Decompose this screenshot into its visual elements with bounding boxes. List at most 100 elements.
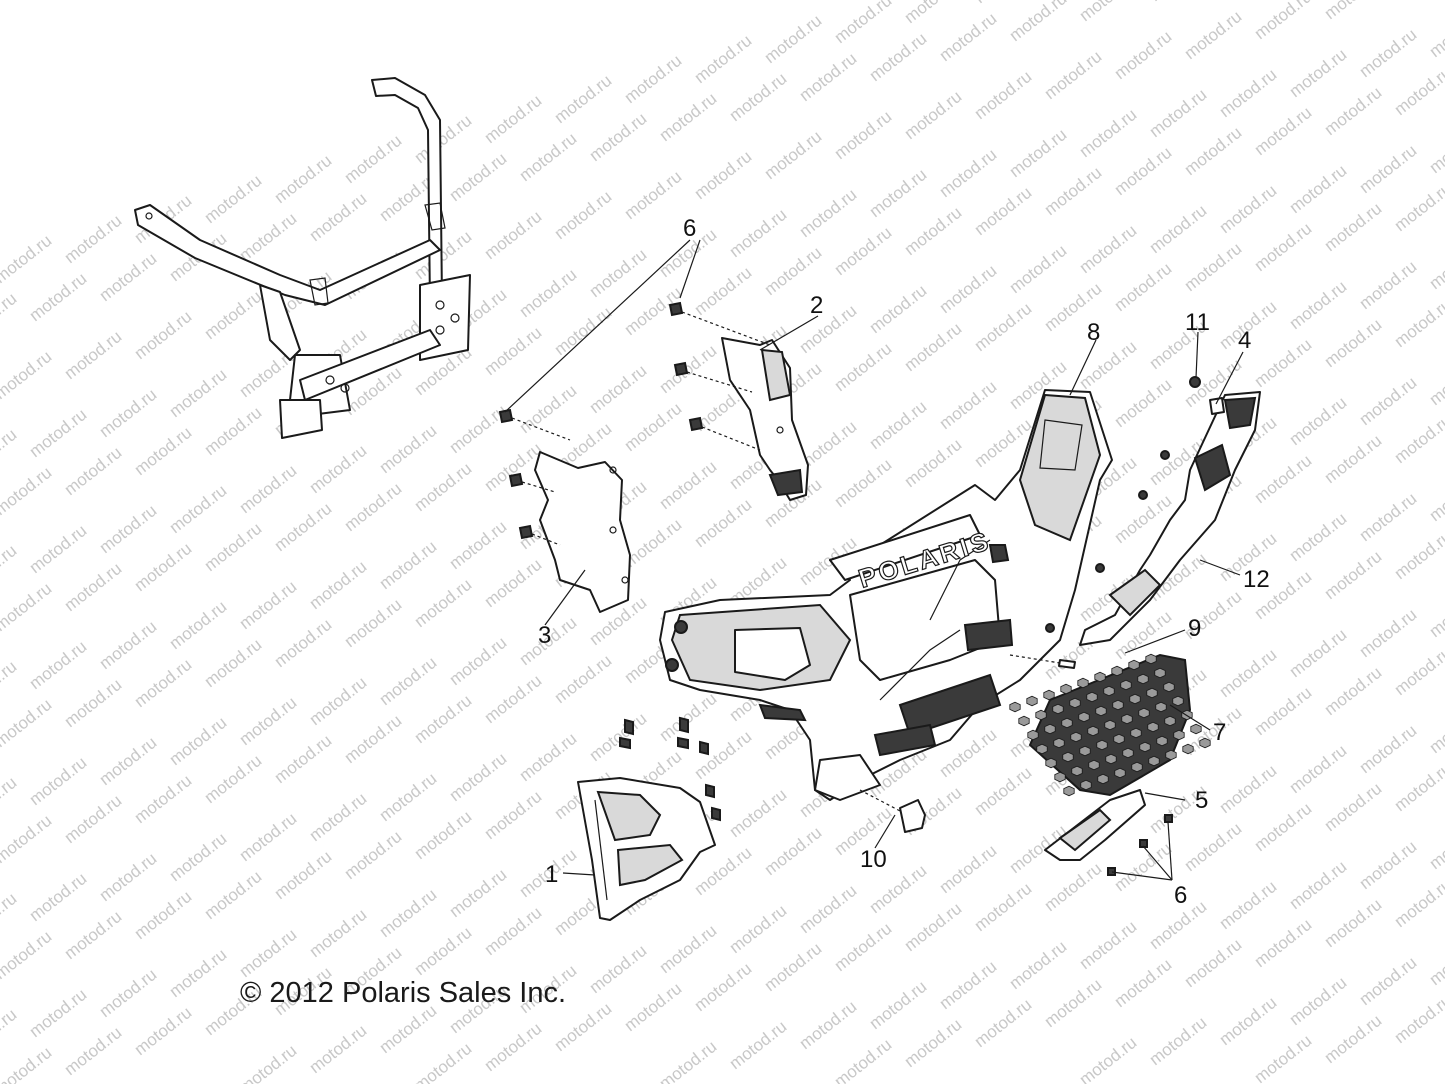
watermark-text: motod.ru xyxy=(96,617,161,673)
watermark-text: motod.ru xyxy=(306,1021,371,1077)
watermark-text: motod.ru xyxy=(1286,509,1351,565)
watermark-text: motod.ru xyxy=(201,519,266,575)
part-7-grille xyxy=(1009,653,1211,797)
watermark-text: motod.ru xyxy=(1076,105,1141,161)
callout-7: 7 xyxy=(1213,719,1226,746)
grille-cell xyxy=(1095,705,1107,717)
watermark-text: motod.ru xyxy=(726,69,791,125)
watermark-text: motod.ru xyxy=(0,773,20,829)
grille-cell xyxy=(1069,697,1081,709)
watermark-text: motod.ru xyxy=(201,287,266,343)
watermark-text: motod.ru xyxy=(1146,201,1211,257)
watermark-text: motod.ru xyxy=(1391,295,1445,351)
watermark-text: motod.ru xyxy=(61,211,126,267)
watermark-text: motod.ru xyxy=(831,919,896,975)
watermark-text: motod.ru xyxy=(866,29,931,85)
callout-5: 5 xyxy=(1195,787,1208,814)
watermark-text: motod.ru xyxy=(376,421,441,477)
watermark-text: motod.ru xyxy=(971,183,1036,239)
callout-9: 9 xyxy=(1188,615,1201,642)
watermark-text: motod.ru xyxy=(656,921,721,977)
grille-cell xyxy=(1054,771,1066,783)
watermark-text: motod.ru xyxy=(61,791,126,847)
watermark-text: motod.ru xyxy=(866,397,931,453)
watermark-text: motod.ru xyxy=(481,671,546,727)
watermark-text: motod.ru xyxy=(1426,469,1445,525)
watermark-text: motod.ru xyxy=(1286,161,1351,217)
watermark-text: motod.ru xyxy=(1251,103,1316,159)
watermark-text: motod.ru xyxy=(1251,915,1316,971)
grille-cell xyxy=(1060,683,1072,695)
watermark-text: motod.ru xyxy=(1391,527,1445,583)
watermark-text: motod.ru xyxy=(481,903,546,959)
grille-cell xyxy=(1018,715,1030,727)
watermark-text: motod.ru xyxy=(341,595,406,651)
grille-cell xyxy=(1027,729,1039,741)
watermark-text: motod.ru xyxy=(341,827,406,883)
callout-2: 2 xyxy=(810,292,823,319)
watermark-text: motod.ru xyxy=(761,823,826,879)
watermark-text: motod.ru xyxy=(1111,375,1176,431)
watermark-text: motod.ru xyxy=(0,541,20,597)
watermark-text: motod.ru xyxy=(341,479,406,535)
watermark-text: motod.ru xyxy=(901,319,966,375)
grille-cell xyxy=(1199,737,1211,749)
watermark-text: motod.ru xyxy=(1286,45,1351,101)
watermark-text: motod.ru xyxy=(586,245,651,301)
watermark-text: motod.ru xyxy=(761,127,826,183)
watermark-text: motod.ru xyxy=(26,637,91,693)
grille-cell xyxy=(1053,737,1065,749)
grille-cell xyxy=(1061,717,1073,729)
watermark-text: motod.ru xyxy=(586,941,651,997)
watermark-text: motod.ru xyxy=(1111,259,1176,315)
watermark-text: motod.ru xyxy=(1181,819,1246,875)
watermark-text: motod.ru xyxy=(166,945,231,1001)
watermark-text: motod.ru xyxy=(1356,257,1421,313)
watermark-text: motod.ru xyxy=(1321,663,1386,719)
callout-leaders xyxy=(504,239,1244,881)
watermark-text: motod.ru xyxy=(96,385,161,441)
watermark-text: motod.ru xyxy=(446,749,511,805)
grille-cell xyxy=(1103,685,1115,697)
watermark-text: motod.ru xyxy=(271,731,336,787)
watermark-text: motod.ru xyxy=(1076,221,1141,277)
grille-cell xyxy=(1145,653,1157,665)
grille-cell xyxy=(1104,719,1116,731)
watermark-text: motod.ru xyxy=(551,303,616,359)
callout-8: 8 xyxy=(1087,319,1100,346)
watermark-text: motod.ru xyxy=(0,1043,55,1084)
grille-cell xyxy=(1112,699,1124,711)
watermark-text: motod.ru xyxy=(481,207,546,263)
grille-cell xyxy=(1009,701,1021,713)
watermark-text: motod.ru xyxy=(376,653,441,709)
watermark-text: motod.ru xyxy=(1251,219,1316,275)
watermark-text: motod.ru xyxy=(96,849,161,905)
watermark-text: motod.ru xyxy=(481,1019,546,1075)
watermark-text: motod.ru xyxy=(901,899,966,955)
watermark-text: motod.ru xyxy=(1356,837,1421,893)
callout-12: 12 xyxy=(1243,566,1270,593)
watermark-text: motod.ru xyxy=(691,727,756,783)
watermark-text: motod.ru xyxy=(306,789,371,845)
watermark-text: motod.ru xyxy=(866,165,931,221)
grille-cell xyxy=(1131,761,1143,773)
watermark-text: motod.ru xyxy=(411,459,476,515)
watermark-text: motod.ru xyxy=(761,243,826,299)
watermark-text: motod.ru xyxy=(586,709,651,765)
watermark-text: motod.ru xyxy=(131,307,196,363)
watermark-text: motod.ru xyxy=(306,557,371,613)
watermark-text: motod.ru xyxy=(936,957,1001,1013)
watermark-text: motod.ru xyxy=(271,151,336,207)
watermark-text: motod.ru xyxy=(1146,0,1211,5)
watermark-text: motod.ru xyxy=(1251,335,1316,391)
watermark-text: motod.ru xyxy=(971,995,1036,1051)
watermark-text: motod.ru xyxy=(1076,917,1141,973)
grille-cell xyxy=(1094,671,1106,683)
grille-cell xyxy=(1105,753,1117,765)
grille-cell xyxy=(1182,743,1194,755)
watermark-text: motod.ru xyxy=(691,263,756,319)
watermark-text: motod.ru xyxy=(446,401,511,457)
watermark-text: motod.ru xyxy=(131,423,196,479)
watermark-text: motod.ru xyxy=(271,847,336,903)
watermark-text: motod.ru xyxy=(1251,451,1316,507)
